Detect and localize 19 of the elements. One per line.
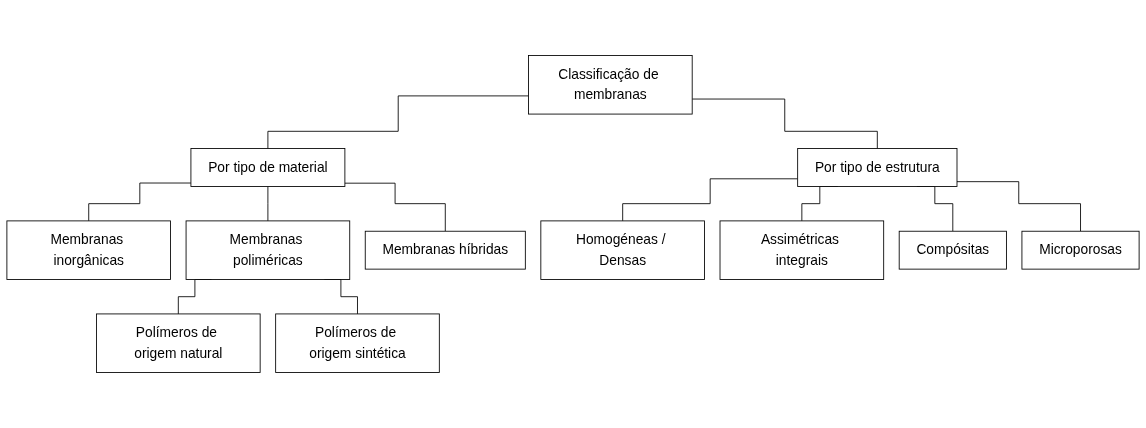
node-box: Classificação de membranas <box>528 55 693 115</box>
connector <box>88 182 192 222</box>
node-box: Polímeros de origem natural <box>96 313 261 373</box>
node-box: Por tipo de estrutura <box>797 148 958 187</box>
node-box: Polímeros de origem sintética <box>275 313 440 373</box>
node-box: Compósitas <box>898 230 1007 270</box>
node-box: Membranas poliméricas <box>185 220 351 280</box>
connector <box>267 186 269 222</box>
node-box: Assimétricas integrais <box>719 220 885 280</box>
connector <box>622 178 799 222</box>
connector <box>956 181 1081 232</box>
node-box: Homogéneas / Densas <box>540 220 705 280</box>
node-box: Membranas híbridas <box>364 230 526 270</box>
node-box: Por tipo de material <box>190 148 346 187</box>
node-box: Microporosas <box>1021 230 1140 270</box>
connector <box>267 95 529 149</box>
connector <box>344 182 446 232</box>
connector <box>691 98 878 149</box>
node-box: Membranas inorgânicas <box>6 220 171 280</box>
